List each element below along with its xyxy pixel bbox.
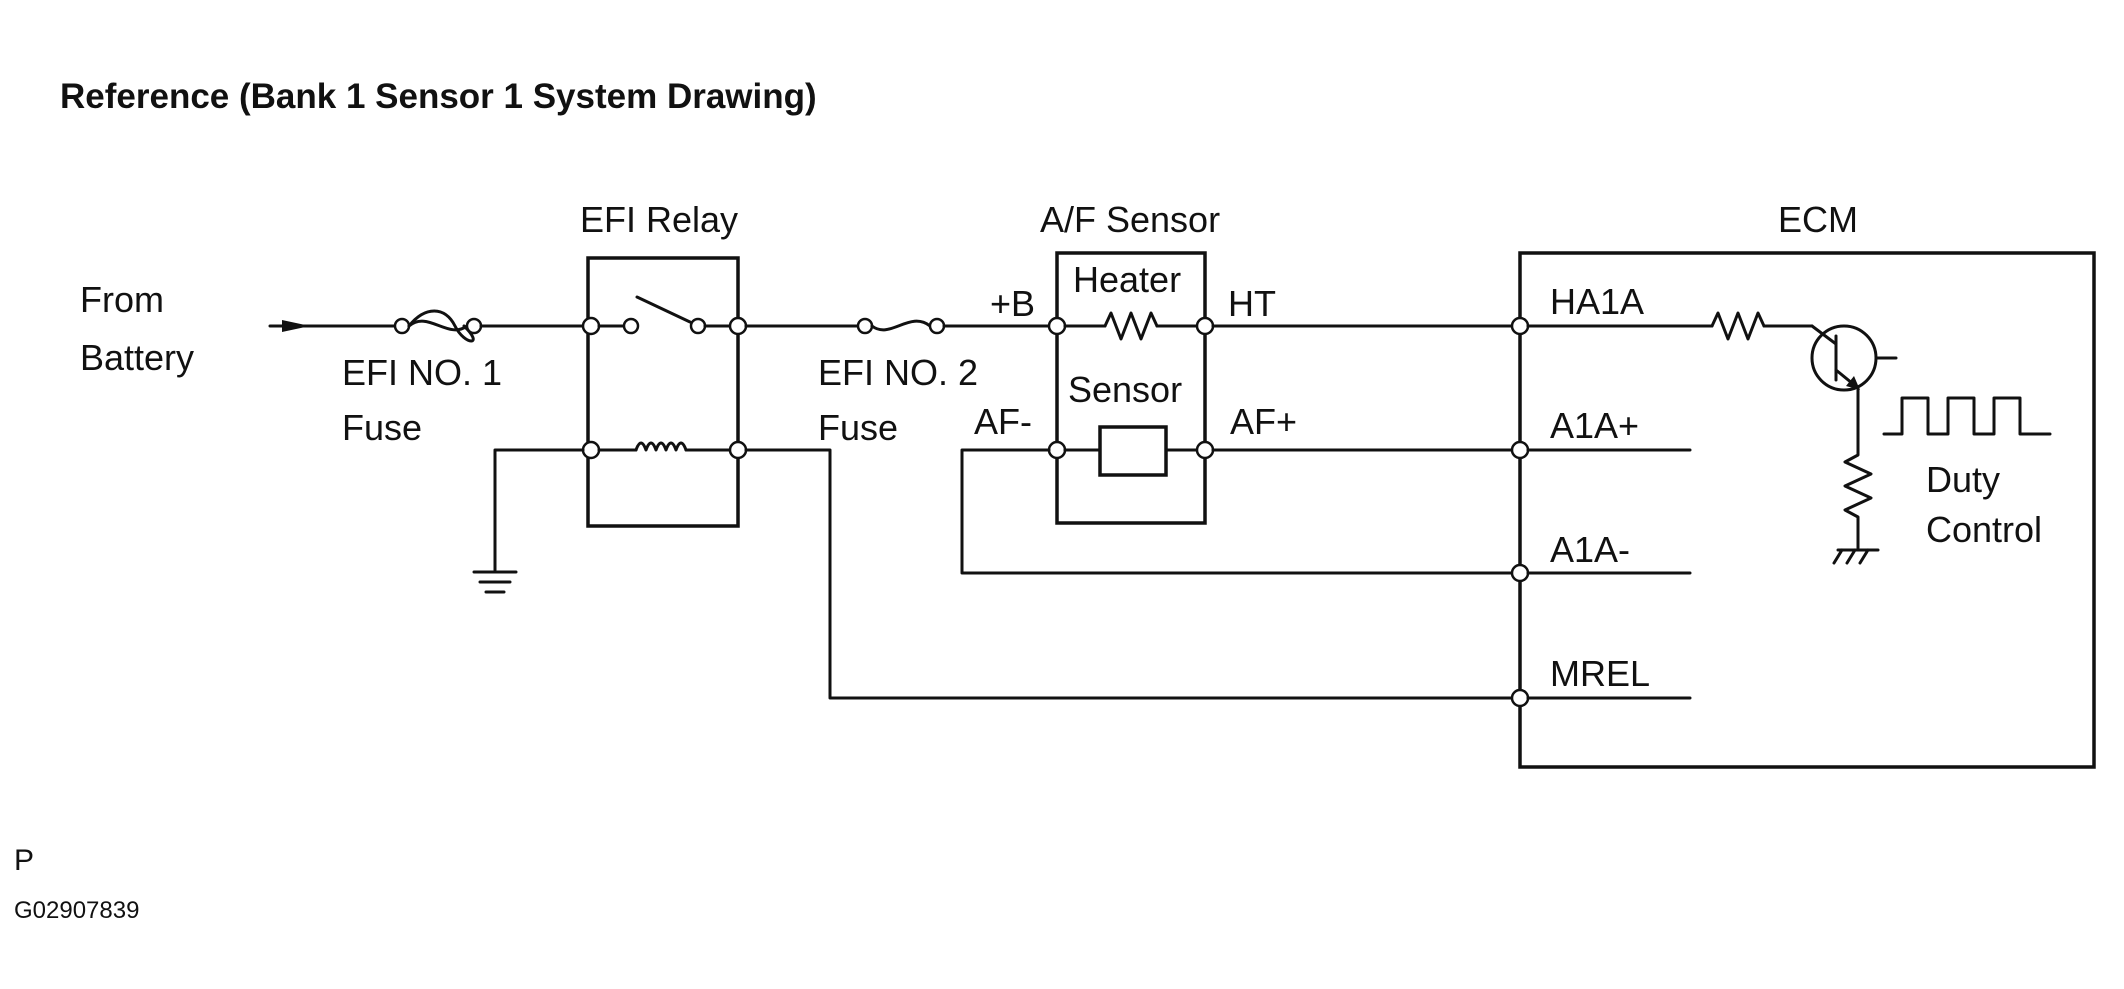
ecm-terminal-nodes	[1510, 316, 1530, 708]
battery-label-line2: Battery	[80, 337, 194, 378]
heater-resistor-icon	[1047, 311, 1215, 341]
efi-fuse-2-label-line2: Fuse	[818, 407, 898, 448]
duty-control-label-line1: Duty	[1926, 459, 2000, 500]
transistor-icon	[1810, 324, 1898, 392]
battery-label-line1: From	[80, 279, 164, 320]
sensor-element-icon	[1047, 425, 1215, 477]
efi-fuse-2-symbol	[856, 317, 946, 335]
wire-afminus-a1aminus	[960, 448, 1514, 575]
terminal-plus-b-label: +B	[990, 283, 1035, 324]
ecm-box	[1518, 251, 2096, 769]
af-sensor-box	[1055, 251, 1207, 525]
efi-fuse-1-label-line1: EFI NO. 1	[342, 352, 502, 393]
af-sensor-label: A/F Sensor	[1040, 199, 1220, 240]
duty-control-label-line2: Control	[1926, 509, 2042, 550]
af-sensor-sensor-label: Sensor	[1068, 369, 1182, 410]
terminal-ha1a-label: HA1A	[1550, 281, 1644, 322]
terminal-mrel-label: MREL	[1550, 653, 1650, 694]
ground-icon	[472, 570, 518, 594]
terminal-a1a-plus-label: A1A+	[1550, 405, 1639, 446]
page-title: Reference (Bank 1 Sensor 1 System Drawin…	[60, 77, 817, 116]
ecm-emitter-resistor-icon	[1843, 438, 1873, 550]
duty-waveform-icon	[1882, 396, 2052, 436]
footer-code: P	[14, 844, 34, 877]
wire-relay-mrel	[744, 448, 1514, 700]
efi-fuse-2-label-line1: EFI NO. 2	[818, 352, 978, 393]
figure-id: G02907839	[14, 897, 139, 924]
wire-relay-ground	[493, 448, 585, 572]
efi-relay-label: EFI Relay	[580, 199, 738, 240]
efi-relay-box	[586, 256, 740, 528]
af-sensor-heater-label: Heater	[1073, 259, 1181, 300]
efi-fuse-1-label-line2: Fuse	[342, 407, 422, 448]
terminal-a1a-minus-label: A1A-	[1550, 529, 1630, 570]
ecm-label: ECM	[1778, 199, 1858, 240]
relay-switch-icon	[581, 295, 748, 336]
terminal-ht-label: HT	[1228, 283, 1276, 324]
terminal-af-plus-label: AF+	[1230, 401, 1297, 442]
terminal-af-minus-label: AF-	[974, 401, 1032, 442]
efi-fuse-1-symbol	[393, 309, 483, 343]
ecm-ground-icon	[1832, 548, 1880, 565]
relay-coil-icon	[581, 440, 748, 460]
ecm-heater-resistor-icon	[1710, 311, 1766, 341]
